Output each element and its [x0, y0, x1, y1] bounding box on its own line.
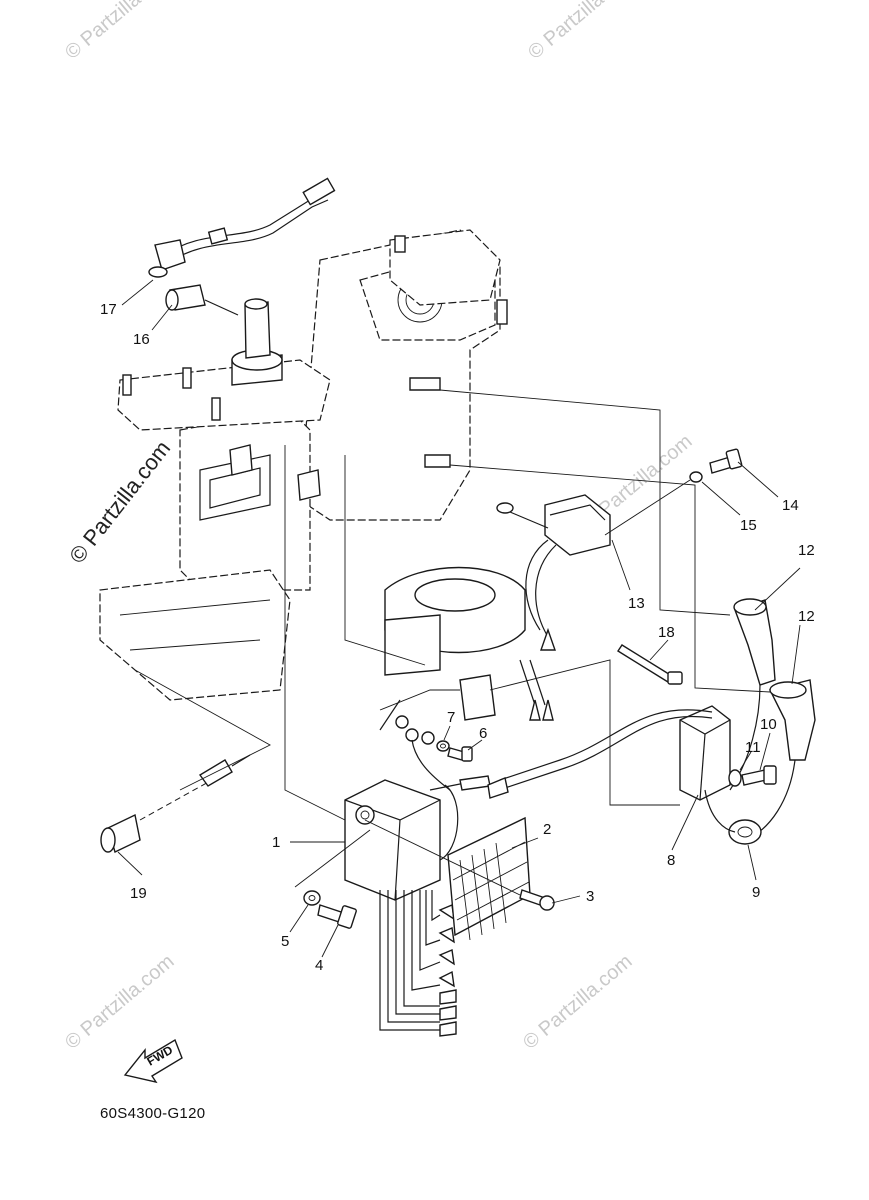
watermark-bottom-right: © Partzilla.com	[519, 950, 636, 1053]
part-18-cable-tie	[617, 644, 683, 685]
part-17-sensor-lead	[148, 177, 336, 278]
watermark-large: © Partzilla.com	[64, 436, 175, 568]
part-5-washer	[303, 890, 321, 906]
callout-12-lower: 12	[798, 608, 815, 625]
part-9-grommet	[704, 789, 762, 845]
callout-6: 6	[479, 725, 487, 742]
callouts: 1 2 3 4 5 6 7 8 9 10 11 12 12 13 14 15 1…	[100, 301, 815, 974]
callout-18: 18	[658, 624, 675, 641]
callout-13: 13	[628, 595, 645, 612]
part-4-bolt	[317, 904, 357, 929]
callout-12-upper: 12	[798, 542, 815, 559]
callout-2: 2	[543, 821, 551, 838]
watermark-top-right: © Partzilla.com	[524, 0, 641, 64]
engine-block	[99, 229, 508, 701]
callout-3: 3	[586, 888, 594, 905]
callout-7: 7	[447, 709, 455, 726]
callout-4: 4	[315, 957, 323, 974]
callout-8: 8	[667, 852, 675, 869]
part-16-sensor	[165, 284, 239, 316]
part-8-ignition-coil	[487, 705, 731, 801]
callout-19: 19	[130, 885, 147, 902]
callout-16: 16	[133, 331, 150, 348]
fwd-arrow-icon: FWD	[123, 1038, 183, 1084]
wire-harness	[379, 890, 457, 1037]
callout-1: 1	[272, 834, 280, 851]
part-11-washer	[728, 769, 742, 787]
callout-10: 10	[760, 716, 777, 733]
diagram-code: 60S4300-G120	[100, 1105, 205, 1122]
part-2-rectifier	[447, 816, 531, 941]
part-13-bracket	[496, 494, 611, 641]
part-3-screw	[519, 889, 555, 911]
assembly-lines	[134, 389, 771, 896]
callout-14: 14	[782, 497, 799, 514]
part-stator	[379, 566, 556, 791]
part-7-washer	[436, 740, 450, 752]
part-12-plug-cap-upper	[729, 598, 776, 791]
callout-17: 17	[100, 301, 117, 318]
leader-lines	[117, 279, 801, 958]
part-12-plug-cap-lower	[744, 679, 816, 841]
callout-5: 5	[281, 933, 289, 950]
part-19-connector	[100, 754, 251, 853]
part-10-bolt	[741, 765, 777, 786]
part-6-bolt	[447, 746, 473, 762]
watermark-bottom-left: © Partzilla.com	[61, 950, 178, 1053]
callout-9: 9	[752, 884, 760, 901]
watermark-top-left: © Partzilla.com	[61, 0, 178, 64]
callout-15: 15	[740, 517, 757, 534]
callout-11: 11	[745, 739, 761, 756]
part-14-bolt	[709, 448, 743, 474]
part-15-washer	[689, 471, 703, 483]
